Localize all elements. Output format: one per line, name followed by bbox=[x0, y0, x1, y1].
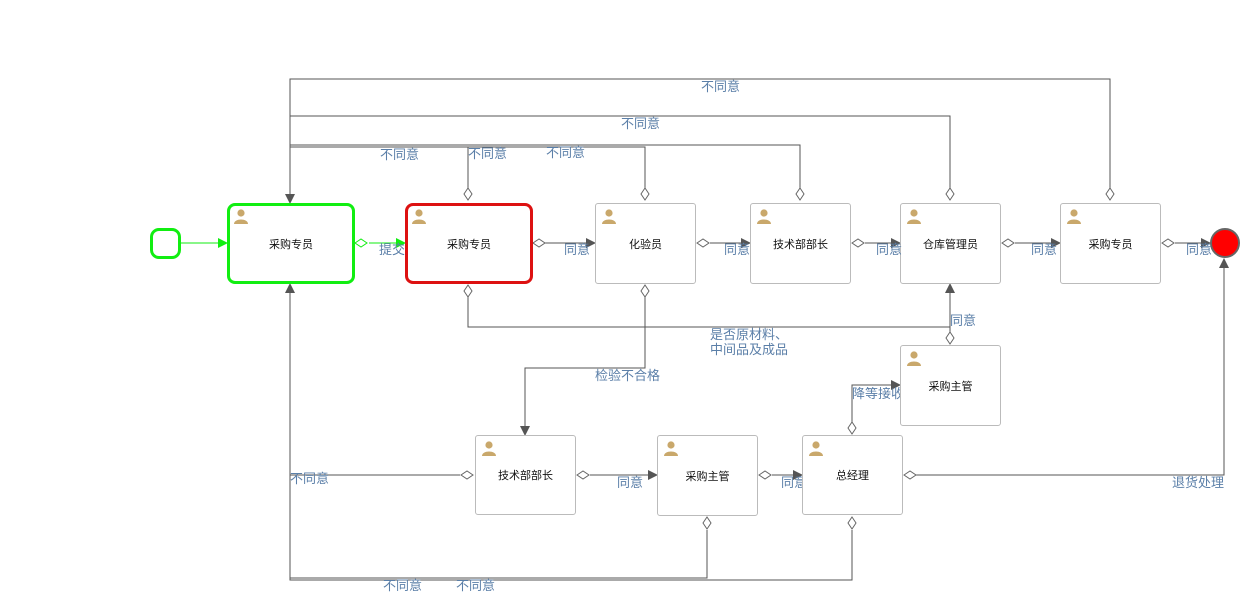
flow-label-reject: 不同意 bbox=[468, 147, 508, 162]
flow-label-reject: 不同意 bbox=[380, 148, 420, 163]
diamond-icon bbox=[847, 516, 857, 530]
user-icon bbox=[664, 441, 678, 456]
flow-reject-bottom-sup bbox=[290, 530, 708, 579]
user-icon bbox=[907, 351, 921, 366]
task-label: 采购专员 bbox=[269, 237, 313, 251]
task-label: 技术部部长 bbox=[498, 469, 553, 482]
diamond-icon bbox=[696, 238, 710, 248]
diamond-icon bbox=[1105, 187, 1115, 201]
flow-label-agree: 同意 bbox=[1186, 243, 1213, 258]
task-gm[interactable]: 总经理 bbox=[802, 435, 903, 515]
flow-inspect-fail bbox=[520, 297, 646, 436]
flow-reject-bottom-gm bbox=[289, 475, 853, 581]
flow-label-agree: 同意 bbox=[564, 243, 591, 258]
flow-reject-warehouse bbox=[290, 115, 951, 195]
diamond-icon bbox=[903, 470, 917, 480]
flow-label-agree: 同意 bbox=[876, 243, 903, 258]
flow-label-reject: 不同意 bbox=[701, 80, 741, 95]
flow-label-agree: 同意 bbox=[950, 314, 977, 329]
flow-material-check bbox=[467, 283, 955, 328]
diamond-icon bbox=[1001, 238, 1015, 248]
user-icon bbox=[907, 209, 921, 224]
task-label: 化验员 bbox=[629, 237, 662, 251]
flow-reject-tech bbox=[290, 144, 801, 195]
task-label: 采购专员 bbox=[1088, 237, 1133, 251]
task-tech1[interactable]: 技术部部长 bbox=[750, 203, 851, 284]
flow-label-agree: 同意 bbox=[724, 243, 751, 258]
task-apply[interactable]: 采购专员 bbox=[227, 203, 355, 284]
diamond-icon bbox=[945, 187, 955, 201]
start-event[interactable] bbox=[150, 228, 181, 259]
flow-label-agree: 同意 bbox=[1031, 243, 1058, 258]
task-supervisor[interactable]: 采购主管 bbox=[657, 435, 758, 516]
flow-label-agree: 同意 bbox=[781, 476, 802, 491]
flow-label-material-check: 中间品及成品 bbox=[710, 343, 789, 358]
flow-label-submit: 提交 bbox=[379, 243, 406, 258]
task-submit[interactable]: 采购专员 bbox=[405, 203, 533, 284]
user-icon bbox=[1067, 209, 1081, 224]
flow-label-inspect-fail: 检验不合格 bbox=[595, 369, 661, 384]
task-warehouse[interactable]: 仓库管理员 bbox=[900, 203, 1001, 284]
flow-label-reject: 不同意 bbox=[290, 472, 330, 487]
flow-reject-left bbox=[285, 283, 460, 476]
diamond-icon bbox=[758, 470, 772, 480]
flow-label-downgrade: 降等接收 bbox=[852, 387, 900, 402]
task-label: 总经理 bbox=[836, 469, 869, 482]
task-tech2[interactable]: 技术部部长 bbox=[475, 435, 576, 515]
task-label: 技术部部长 bbox=[773, 237, 828, 251]
flow-label-reject: 不同意 bbox=[546, 146, 586, 161]
task-label: 仓库管理员 bbox=[923, 237, 978, 251]
user-icon bbox=[602, 209, 616, 224]
diamond-icon bbox=[463, 187, 473, 201]
diamond-icon bbox=[640, 187, 650, 201]
flow-downgrade bbox=[851, 380, 901, 427]
user-icon bbox=[412, 209, 426, 224]
diamond-icon bbox=[532, 238, 546, 248]
diamond-icon bbox=[847, 421, 857, 435]
diamond-icon bbox=[460, 470, 474, 480]
diamond-icon bbox=[851, 238, 865, 248]
diamond-icon bbox=[1161, 238, 1175, 248]
user-icon bbox=[809, 441, 823, 456]
flow-return-goods bbox=[916, 258, 1229, 476]
user-icon bbox=[234, 209, 248, 224]
user-icon bbox=[757, 209, 771, 224]
flow-label-reject: 不同意 bbox=[621, 117, 661, 132]
flow-label-agree: 同意 bbox=[617, 476, 644, 491]
user-icon bbox=[482, 441, 496, 456]
diamond-icon bbox=[795, 187, 805, 201]
task-label: 采购主管 bbox=[685, 469, 730, 483]
flow-reject-final bbox=[285, 78, 1111, 204]
flow-label-reject: 不同意 bbox=[456, 579, 496, 594]
diamond-icon bbox=[945, 331, 955, 345]
task-label: 采购专员 bbox=[447, 237, 491, 251]
flow-label-return-goods: 退货处理 bbox=[1172, 476, 1225, 491]
diamond-icon bbox=[702, 516, 712, 530]
diamond-icon bbox=[463, 284, 473, 298]
diamond-icon bbox=[354, 238, 368, 248]
task-final[interactable]: 采购专员 bbox=[1060, 203, 1161, 284]
diamond-icon bbox=[640, 284, 650, 298]
end-event[interactable] bbox=[1210, 228, 1240, 258]
task-supervisor-top[interactable]: 采购主管 bbox=[900, 345, 1001, 426]
flow-label-reject: 不同意 bbox=[383, 579, 423, 594]
flow-reject-lab bbox=[290, 146, 646, 195]
task-label: 采购主管 bbox=[928, 379, 973, 393]
task-lab[interactable]: 化验员 bbox=[595, 203, 696, 284]
flow-label-material-check: 是否原材料、 bbox=[710, 328, 789, 343]
diamond-icon bbox=[576, 470, 590, 480]
